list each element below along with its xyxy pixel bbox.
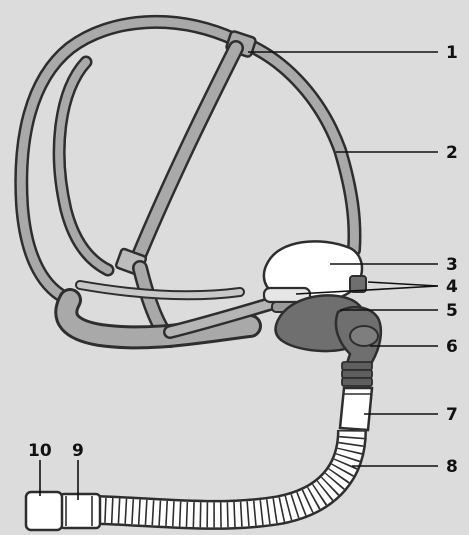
callout-3: 3 [446, 255, 458, 275]
callout-10: 10 [28, 441, 52, 461]
callout-8: 8 [446, 457, 458, 477]
leader-lines [40, 52, 438, 500]
callout-4: 4 [446, 277, 458, 297]
callout-1: 1 [446, 43, 458, 63]
crown-strap [226, 30, 355, 250]
side-strap [115, 48, 236, 276]
end-cuff [26, 492, 62, 530]
tube-collar [340, 388, 372, 430]
callout-5: 5 [446, 301, 458, 321]
callout-9: 9 [72, 441, 84, 461]
corrugated-tube [98, 430, 352, 515]
connector [60, 494, 100, 528]
callout-7: 7 [446, 405, 458, 425]
callout-2: 2 [446, 143, 458, 163]
callout-6: 6 [446, 337, 458, 357]
